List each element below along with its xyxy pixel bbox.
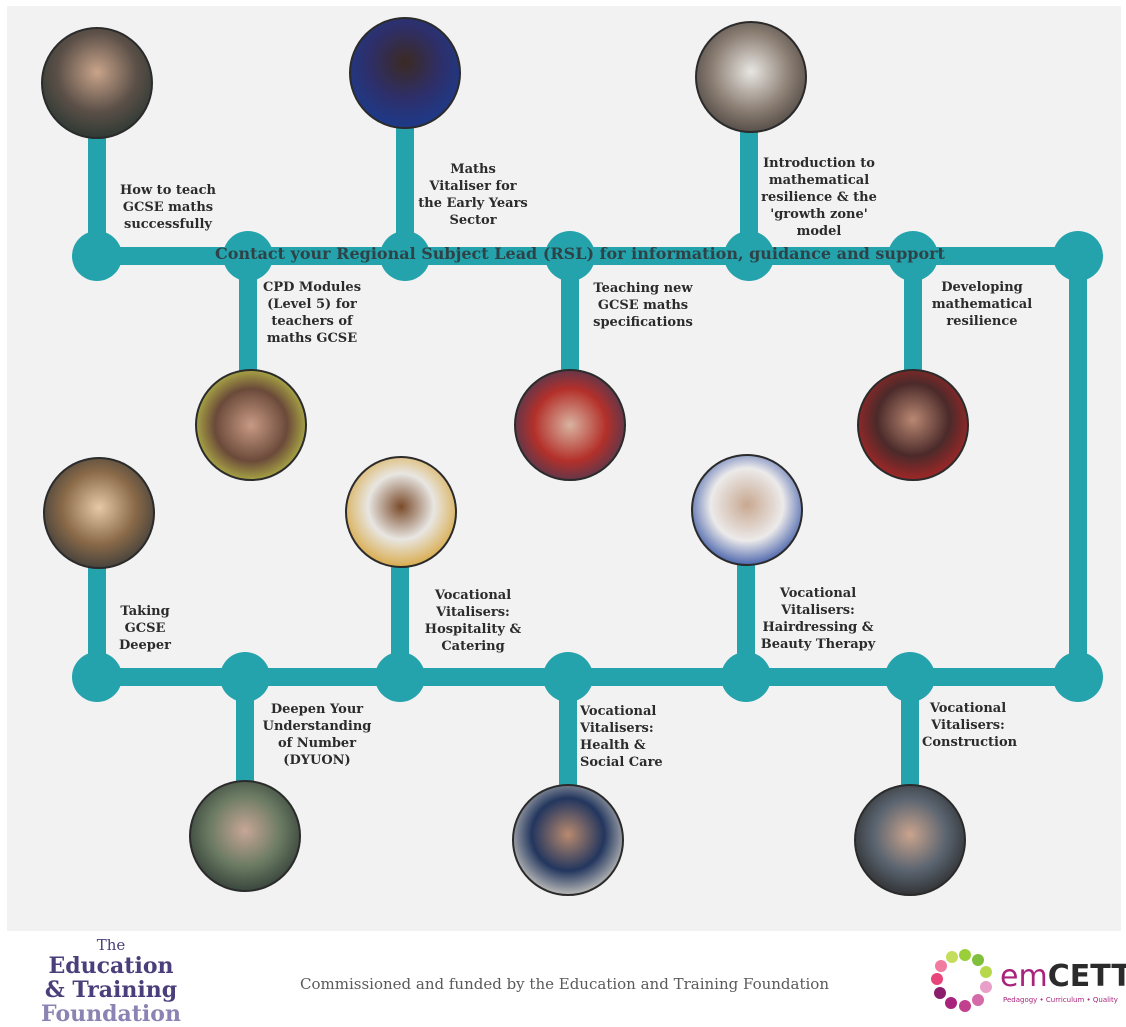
route-map [41,17,1103,896]
photo-construction-trainees [854,784,966,896]
node-label: Taking GCSE Deeper [118,604,172,653]
station [380,231,430,281]
node-label: How to teach GCSE maths successfully [120,183,216,232]
node-label: Developing mathematical resilience [931,280,1033,329]
station [220,652,270,702]
etf-logo-line2: & Training [44,977,178,1003]
photo-group-studying [195,369,307,481]
photo-teacher-smiling [41,27,153,139]
node-label: Deepen Your Understanding of Number (DYU… [262,702,372,768]
node-label: Vocational Vitalisers: Construction [922,701,1018,750]
etf-logo-line1: Education [48,953,174,979]
station [885,652,935,702]
station [543,652,593,702]
station [545,231,595,281]
photo-learner-reading [857,369,969,481]
photo-learner-at-desk [189,780,301,892]
photos [41,17,969,896]
station [223,231,273,281]
etf-logo-line3: Foundation [41,1001,181,1027]
etf-logo: The Education & Training Foundation [36,936,186,1026]
emcett-wordmark: emCETT [1000,960,1126,994]
photo-beauty-therapist [691,454,803,566]
photo-teacher-and-student [514,369,626,481]
etf-logo-the: The [96,936,126,954]
station [72,652,122,702]
node-label: Vocational Vitalisers: Health & Social C… [580,704,663,770]
station [1053,652,1103,702]
dot-ring-icon [931,949,992,1012]
node-label: CPD Modules (Level 5) for teachers of ma… [262,280,362,346]
emcett-em: em [1000,959,1048,994]
node-label: Teaching new GCSE maths specifications [593,281,693,330]
emcett-tagline: Pedagogy • Curriculum • Quality [1003,996,1118,1004]
station [724,231,774,281]
photo-two-women-talking [43,457,155,569]
commission-text: Commissioned and funded by the Education… [300,975,829,993]
station [375,652,425,702]
photo-chef [345,456,457,568]
node-label: Maths Vitaliser for the Early Years Sect… [418,162,528,228]
station [1053,231,1103,281]
photo-early-years-teacher [349,17,461,129]
station [888,231,938,281]
photo-nurse [512,784,624,896]
station [721,652,771,702]
node-label: Vocational Vitalisers: Hairdressing & Be… [760,586,876,652]
node-label: Introduction to mathematical resilience … [761,156,877,239]
emcett-logo-mark [931,949,992,1012]
node-label: Vocational Vitalisers: Hospitality & Cat… [424,588,522,654]
photo-two-learners [695,21,807,133]
station [72,231,122,281]
banner-text: Contact your Regional Subject Lead (RSL)… [215,244,945,263]
emcett-cett: CETT [1047,959,1126,994]
stations [72,231,1103,702]
